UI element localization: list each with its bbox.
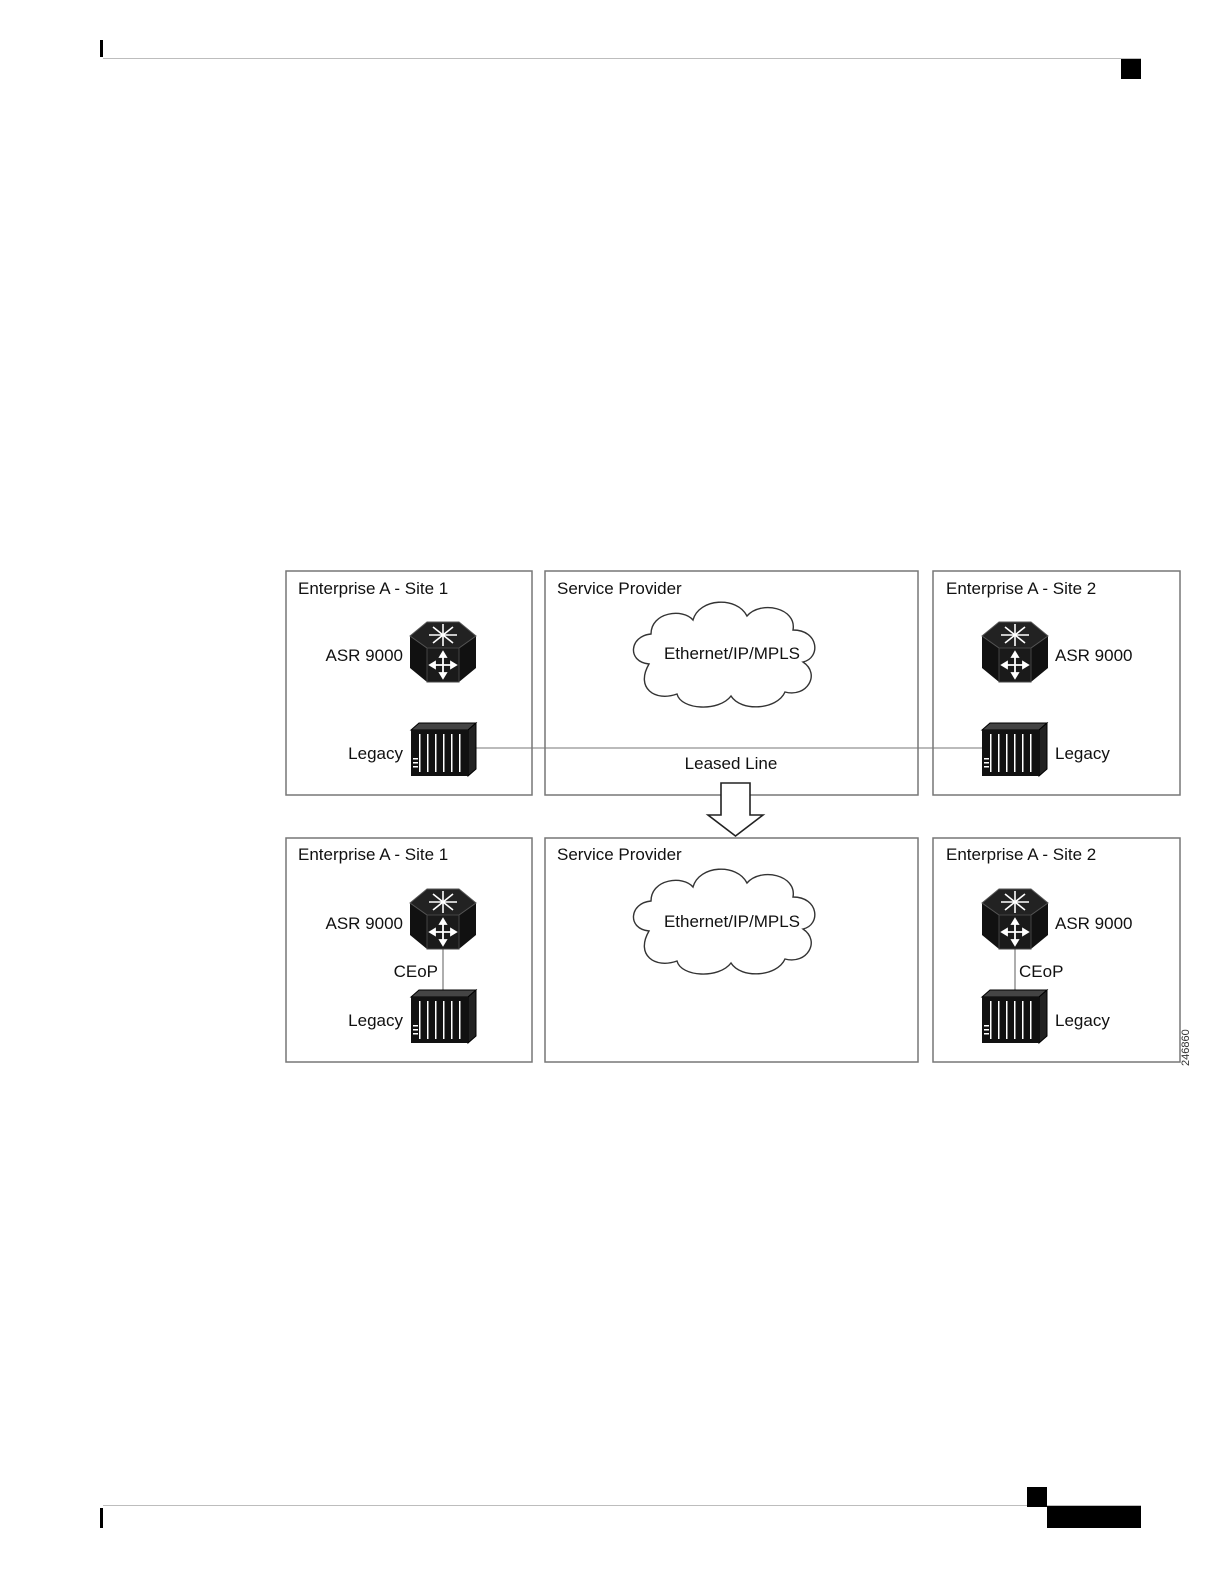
before-site2-router-label: ASR 9000 (1055, 646, 1133, 665)
before-provider-title: Service Provider (557, 579, 682, 598)
after-site1-title: Enterprise A - Site 1 (298, 845, 448, 864)
legacy-switch-icon (411, 723, 476, 776)
after-site2-legacy-label: Legacy (1055, 1011, 1110, 1030)
legacy-switch-icon (411, 990, 476, 1043)
before-site1-title: Enterprise A - Site 1 (298, 579, 448, 598)
legacy-switch-icon (982, 723, 1047, 776)
before-site1-legacy-label: Legacy (348, 744, 403, 763)
router-icon (982, 622, 1048, 682)
after-cloud-label: Ethernet/IP/MPLS (664, 912, 800, 931)
after-site2-title: Enterprise A - Site 2 (946, 845, 1096, 864)
after-site2-router-label: ASR 9000 (1055, 914, 1133, 933)
after-site1-legacy-label: Legacy (348, 1011, 403, 1030)
after-site1-router-label: ASR 9000 (326, 914, 404, 933)
after-site1-ceop-label: CEoP (394, 962, 438, 981)
arrow-down-icon (708, 783, 763, 836)
router-icon (982, 889, 1048, 949)
figure-id: 246860 (1180, 1022, 1198, 1066)
after-provider-title: Service Provider (557, 845, 682, 864)
before-site2-legacy-label: Legacy (1055, 744, 1110, 763)
before-site2-title: Enterprise A - Site 2 (946, 579, 1096, 598)
before-site1-box (286, 571, 532, 795)
legacy-switch-icon (982, 990, 1047, 1043)
router-icon (410, 889, 476, 949)
after-site2-ceop-label: CEoP (1019, 962, 1063, 981)
router-icon (410, 622, 476, 682)
leased-line-label: Leased Line (685, 754, 778, 773)
after-site1-box (286, 838, 532, 1062)
before-cloud-label: Ethernet/IP/MPLS (664, 644, 800, 663)
before-site1-router-label: ASR 9000 (326, 646, 404, 665)
